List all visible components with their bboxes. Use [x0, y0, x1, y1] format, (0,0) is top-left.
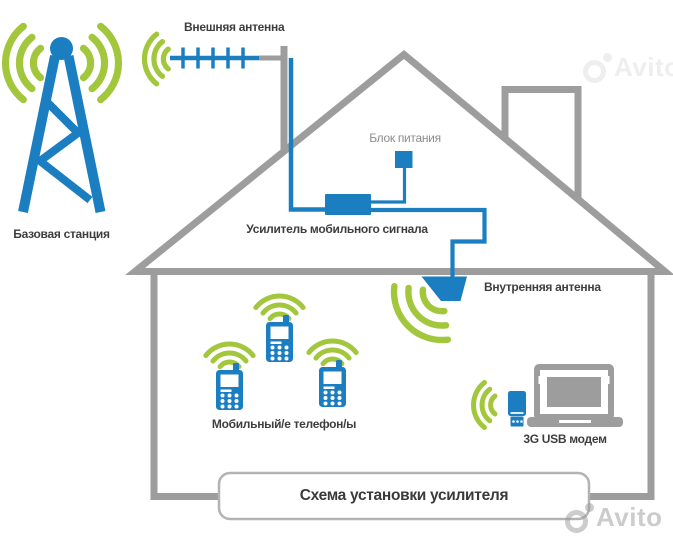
phone2-signal-waves-icon: [256, 296, 303, 319]
power-cable: [371, 168, 407, 204]
antenna-mast: [259, 46, 288, 152]
scheme-title: Схема установки усилителя: [299, 487, 509, 504]
amplifier-label: Усилитель мобильного сигнала: [246, 222, 428, 236]
indoor-cable: [371, 207, 487, 278]
mobile-phones-label: Мобильный/е телефон/ы: [211, 417, 357, 431]
tower-left-signal-waves-icon: [6, 26, 41, 99]
tower-right-signal-waves-icon: [83, 26, 118, 99]
chimney: [501, 86, 582, 207]
phone3-signal-waves-icon: [309, 341, 356, 364]
laptop-icon: [527, 364, 623, 427]
avito-logo-dot-icon: [585, 503, 594, 512]
mobile-phone-icon: [266, 315, 293, 362]
usb-modem-label: 3G USB модем: [523, 432, 607, 446]
phone1-signal-waves-icon: [206, 344, 253, 367]
internal-antenna-label: Внутренняя антенна: [484, 280, 601, 294]
cell-tower-icon: [18, 37, 106, 214]
base-station-label: Базовая станция: [13, 227, 110, 241]
mobile-phone-icon: [319, 360, 346, 407]
amplifier-box: [325, 194, 371, 215]
modem-signal-waves-icon: [474, 383, 495, 428]
avito-logo-dot-icon: [603, 53, 612, 62]
house-left-wall: [150, 268, 220, 500]
watermark-top: Avito: [574, 48, 673, 84]
watermark-text: Avito: [614, 52, 673, 82]
antenna-signal-waves-icon: [145, 34, 169, 84]
power-supply-label: Блок питания: [369, 131, 441, 145]
scheme-title-box: [217, 471, 591, 521]
avito-logo-icon: [583, 60, 606, 83]
house-right-wall: [588, 268, 655, 500]
avito-logo-icon: [565, 510, 588, 533]
usb-modem-icon: [508, 391, 526, 427]
watermark-bottom: Avito: [556, 498, 673, 534]
watermark-text: Avito: [596, 502, 663, 532]
power-supply-box: [395, 151, 413, 168]
yagi-antenna-icon: [170, 47, 259, 69]
external-antenna-label: Внешняя антенна: [184, 20, 285, 34]
mobile-phone-icon: [216, 363, 243, 410]
indoor-antenna-icon: [421, 276, 467, 301]
outdoor-cable: [288, 58, 325, 212]
